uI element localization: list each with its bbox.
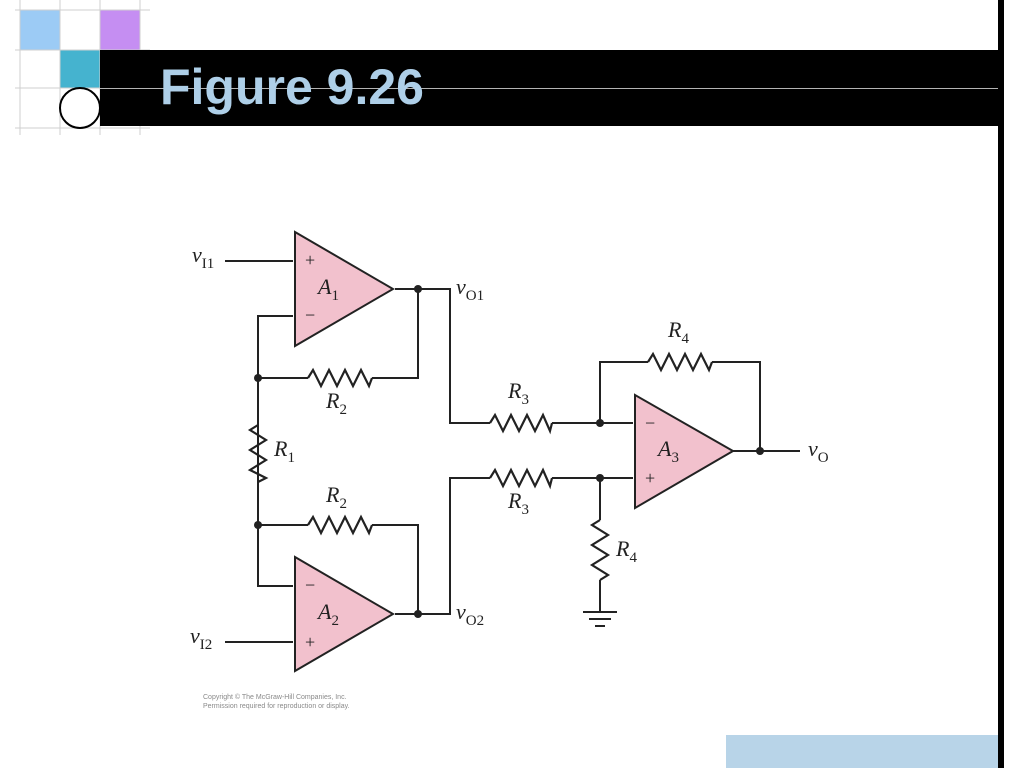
input-vi1-label: vI1 (192, 242, 214, 272)
r4-feedback-label: R4 (667, 317, 689, 347)
r2-bottom-label: R2 (325, 482, 347, 512)
resistor-r3-top (489, 412, 554, 435)
a3-label: A3 (656, 436, 679, 466)
resistor-r4-feedback (647, 351, 714, 373)
page-title: Figure 9.26 (160, 59, 424, 115)
instrumentation-amplifier-circuit: + − − + − + A1 A2 A3 vI1 vI2 vO1 vO2 vO … (190, 230, 829, 673)
copyright-line-2: Permission required for reproduction or … (203, 703, 350, 710)
a1-minus-sign: − (305, 305, 315, 325)
a1-plus-sign: + (305, 250, 315, 270)
r1-label: R1 (273, 436, 295, 466)
right-edge-bar (998, 0, 1004, 768)
square-purple (100, 10, 140, 50)
a2-plus-sign: + (305, 632, 315, 652)
node-vo2-label: vO2 (456, 599, 484, 629)
square-blue-light (20, 10, 60, 50)
wires (225, 260, 800, 643)
node-vo1-label: vO1 (456, 274, 484, 304)
a2-minus-sign: − (305, 575, 315, 595)
junction-dots (254, 285, 764, 618)
ground-symbol (583, 611, 617, 627)
r4-ground-label: R4 (615, 536, 637, 566)
a3-minus-sign: − (645, 413, 655, 433)
resistor-r2-top (307, 367, 374, 389)
input-vi2-label: vI2 (190, 623, 212, 653)
resistor-zigzags (247, 351, 714, 581)
a1-label: A1 (316, 274, 339, 304)
copyright-notice: Copyright © The McGraw-Hill Companies, I… (203, 693, 463, 711)
square-teal (60, 50, 100, 88)
a3-plus-sign: + (645, 468, 655, 488)
bottom-accent-box (726, 735, 998, 768)
copyright-line-1: Copyright © The McGraw-Hill Companies, I… (203, 694, 347, 701)
resistor-r3-bottom (489, 467, 554, 490)
opamp-a1 (294, 230, 395, 348)
output-vo-label: vO (808, 436, 829, 466)
resistor-r4-ground (589, 519, 611, 581)
resistor-r1 (247, 424, 269, 483)
opamp-a3 (634, 393, 736, 510)
a2-label: A2 (316, 599, 339, 629)
resistor-r2-bottom (307, 514, 374, 536)
r3-bottom-label: R3 (507, 488, 529, 518)
title-divider (100, 88, 1000, 89)
r2-top-label: R2 (325, 388, 347, 418)
opamp-a2 (294, 555, 395, 673)
circle-outline (59, 87, 101, 129)
r3-top-label: R3 (507, 378, 529, 408)
